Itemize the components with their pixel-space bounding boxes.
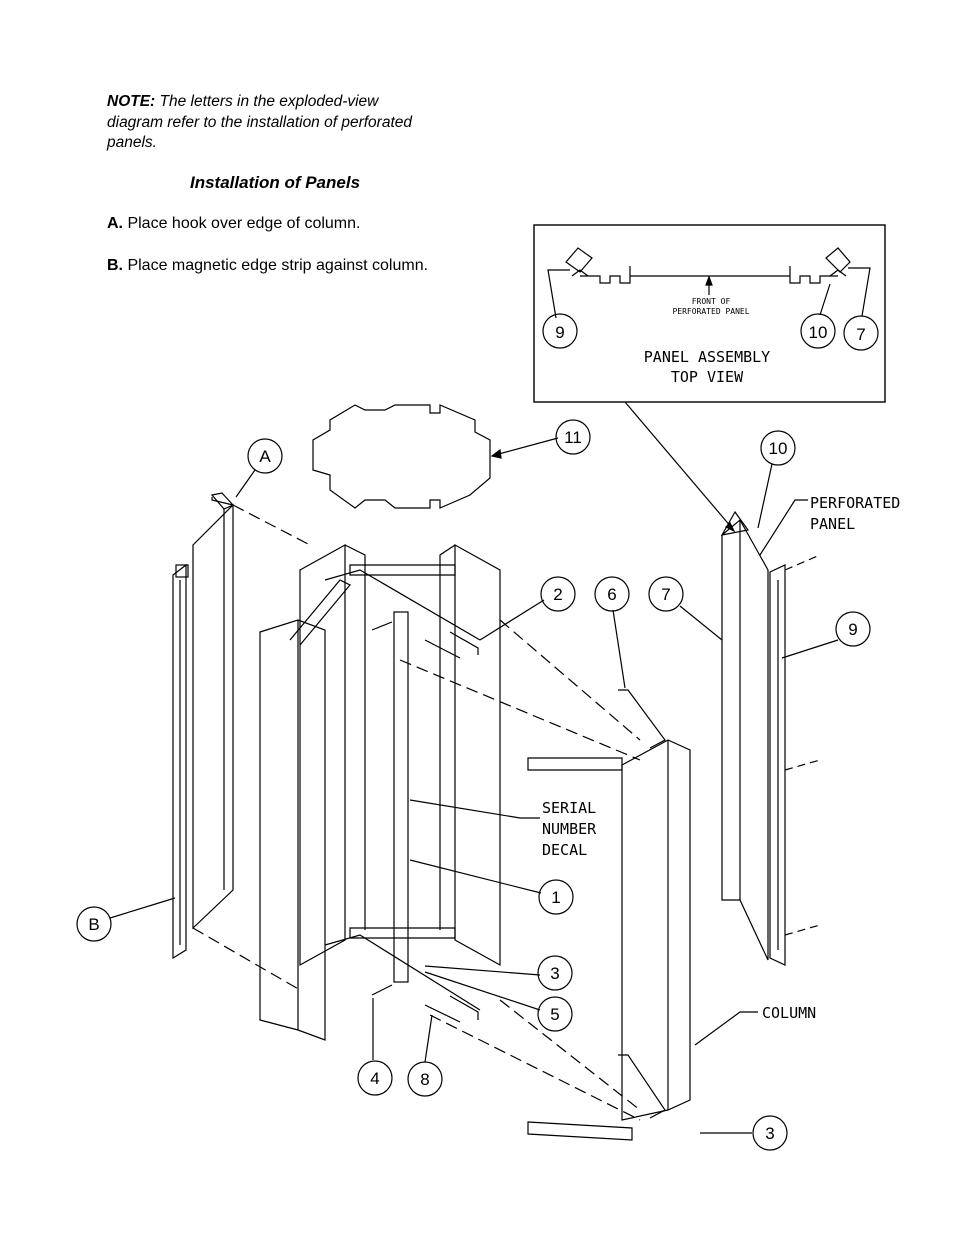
section-title: Installation of Panels <box>190 173 361 192</box>
callout-labels: A B 1 2 3 3 4 5 6 7 8 9 10 11 <box>88 428 857 1143</box>
label-serial-2: NUMBER <box>542 820 597 838</box>
note-body: The letters in the exploded-view diagram… <box>107 93 413 151</box>
inset-callout-7 <box>843 315 879 351</box>
step-a-text: Place hook over edge of column. <box>123 215 361 232</box>
callout-1: 1 <box>551 888 560 907</box>
label-serial-3: DECAL <box>542 841 587 859</box>
note-text: NOTE: The letters in the exploded-view d… <box>107 92 437 154</box>
part-labels: PERFORATED PANEL SERIAL NUMBER DECAL COL… <box>542 494 900 1022</box>
step-a: A. Place hook over edge of column. <box>107 215 360 233</box>
left-panel <box>192 492 311 991</box>
right-panel <box>720 510 821 966</box>
step-b-text: Place magnetic edge strip against column… <box>123 257 429 274</box>
callout-2: 2 <box>553 585 562 604</box>
inset-title-1: PANEL ASSEMBLY <box>644 348 770 366</box>
callout-10: 10 <box>769 439 788 458</box>
note-label: NOTE: <box>107 93 156 110</box>
callout-9: 9 <box>848 620 857 639</box>
callout-4: 4 <box>370 1069 379 1088</box>
label-perforated-2: PANEL <box>810 515 855 533</box>
callout-3a: 3 <box>550 964 559 983</box>
label-perforated-1: PERFORATED <box>810 494 900 512</box>
top-plate-11 <box>312 404 559 509</box>
callouts <box>76 419 871 1151</box>
step-a-letter: A. <box>107 215 123 232</box>
callout-b: B <box>88 915 99 934</box>
step-b-letter: B. <box>107 257 123 274</box>
inset-top-view: FRONT OF PERFORATED PANEL PANEL ASSEMBLY… <box>533 224 886 533</box>
inset-callout-10-label: 10 <box>809 323 828 342</box>
inset-callout-10 <box>800 313 836 349</box>
callout-a: A <box>259 447 271 466</box>
callout-3b: 3 <box>765 1124 774 1143</box>
callout-5: 5 <box>550 1005 559 1024</box>
inset-callout-7-label: 7 <box>856 325 865 344</box>
inset-callout-9-label: 9 <box>555 323 564 342</box>
inset-front-label-2: PERFORATED PANEL <box>672 307 749 316</box>
left-edge-strip <box>172 563 189 960</box>
inset-front-label-1: FRONT OF <box>692 297 731 306</box>
callout-8: 8 <box>420 1070 429 1089</box>
callout-6: 6 <box>607 585 616 604</box>
callout-7: 7 <box>661 585 670 604</box>
step-b: B. Place magnetic edge strip against col… <box>107 257 428 275</box>
inset-title-2: TOP VIEW <box>671 368 744 386</box>
callout-11: 11 <box>564 428 582 447</box>
center-frame <box>259 543 501 1041</box>
label-column: COLUMN <box>762 1004 816 1022</box>
label-serial-1: SERIAL <box>542 799 596 817</box>
right-column <box>399 619 691 1141</box>
inset-callout-9 <box>542 313 578 349</box>
